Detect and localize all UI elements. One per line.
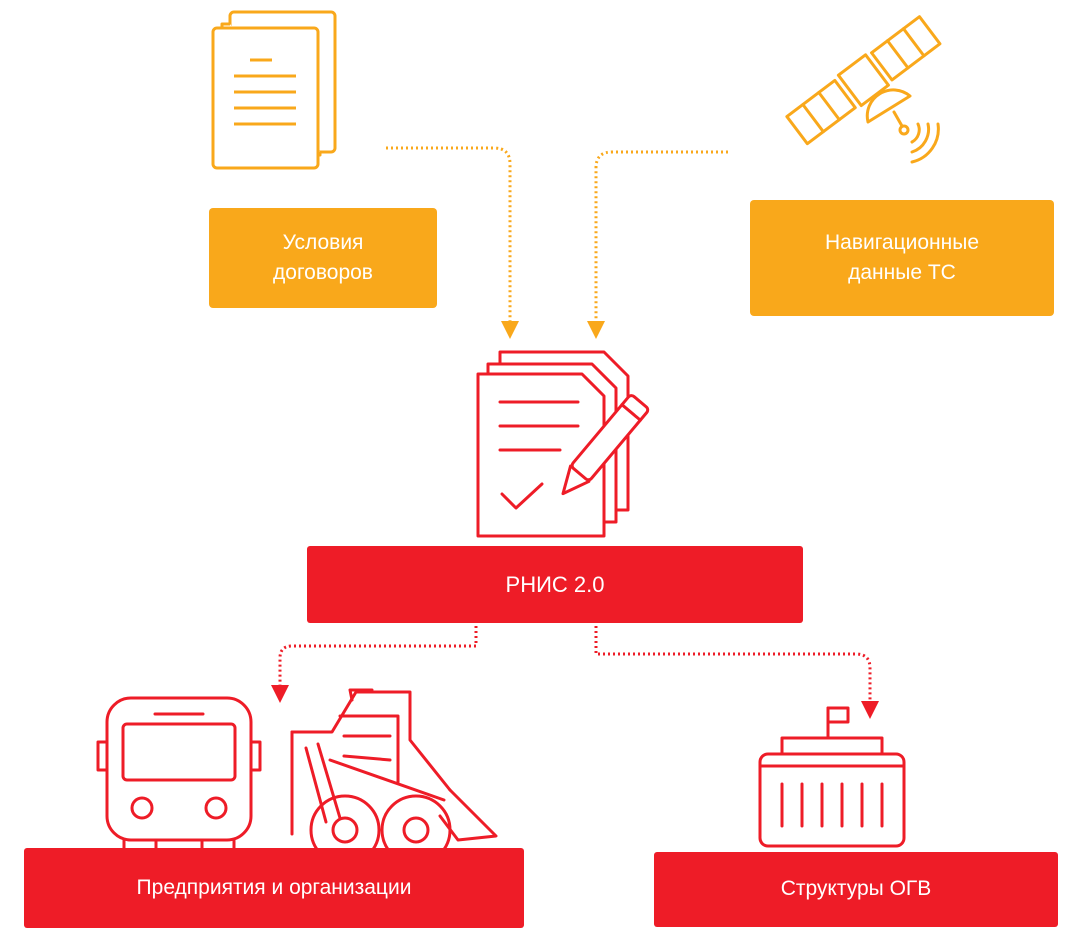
contracts-label: Условия договоров (273, 230, 373, 284)
bus-icon (96, 696, 262, 856)
ogv-label: Структуры ОГВ (780, 877, 932, 901)
satellite-icon (785, 15, 942, 164)
organizations-label: Предприятия и организации (136, 875, 412, 899)
documents-icon (211, 10, 337, 170)
navigation-data-label: Навигационные данные ТС (824, 230, 979, 284)
ogv-box: Структуры ОГВ (654, 852, 1058, 927)
navigation-data-box: Навигационные данные ТС (750, 200, 1054, 316)
contracts-box: Условия договоров (209, 208, 437, 308)
government-building-icon (758, 706, 906, 848)
signed-document-icon (476, 350, 650, 538)
rnis-box: РНИС 2.0 (307, 546, 803, 623)
edge-rnis-to-organizations (271, 626, 478, 703)
edge-navigation-to-rnis (587, 150, 728, 339)
edge-contracts-to-rnis (386, 146, 519, 339)
edge-rnis-to-ogv (594, 626, 879, 719)
loader-icon (290, 688, 498, 866)
organizations-box: Предприятия и организации (24, 848, 524, 928)
rnis-label: РНИС 2.0 (505, 571, 605, 597)
